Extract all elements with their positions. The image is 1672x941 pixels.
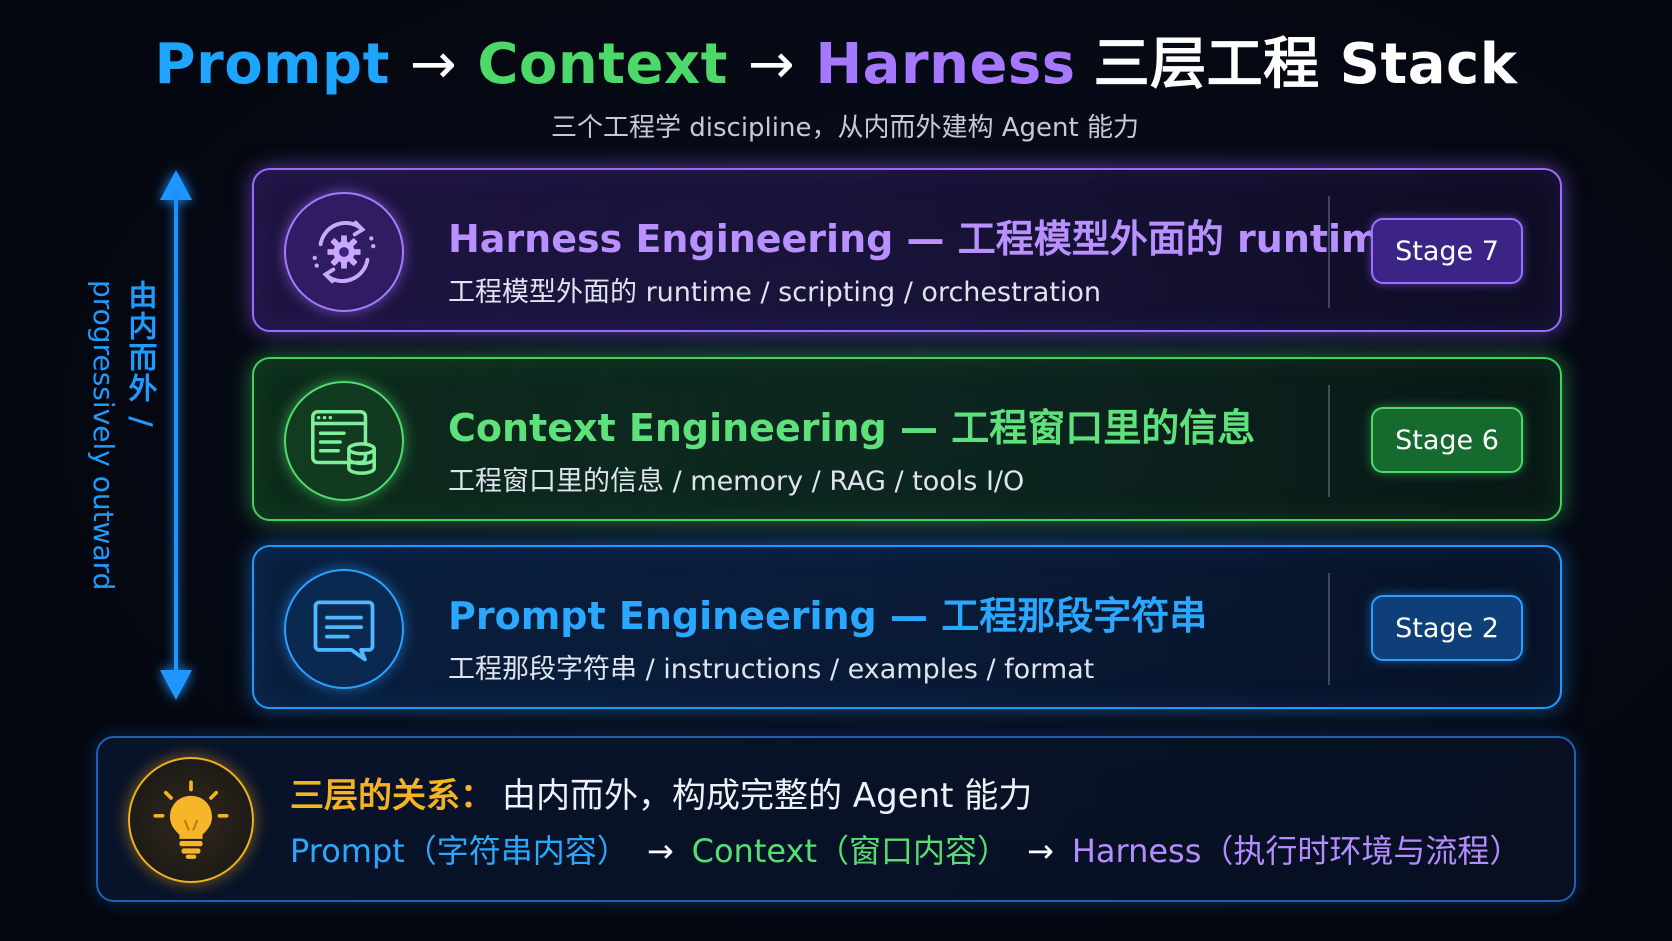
axis-line: [174, 190, 178, 670]
layer-harness-subtitle: 工程模型外面的 runtime / scripting / orchestrat…: [448, 277, 1102, 308]
title-arrow-1: →: [409, 32, 458, 97]
title-context: Context: [477, 32, 728, 97]
layer-context-subtitle: 工程窗口里的信息 / memory / RAG / tools I/O: [448, 466, 1025, 497]
summary-line-2: Prompt（字符串内容） → Context（窗口内容） → Harness（执行时环…: [290, 826, 1521, 872]
stage-2-button[interactable]: Stage 2: [1371, 595, 1523, 661]
summary-harness: Harness（执行时环境与流程）: [1071, 832, 1522, 870]
summary-panel: 三层的关系：由内而外，构成完整的 Agent 能力 Prompt（字符串内容） →…: [96, 736, 1576, 902]
axis-label-en: progressively outward: [87, 280, 120, 591]
window-database-icon: [284, 381, 404, 501]
title-harness: Harness: [815, 32, 1076, 97]
divider: [1328, 196, 1330, 308]
layer-prompt: Prompt Engineering — 工程那段字符串 工程那段字符串 / i…: [252, 545, 1562, 709]
layer-prompt-subtitle: 工程那段字符串 / instructions / examples / form…: [448, 654, 1095, 685]
layer-harness: Harness Engineering — 工程模型外面的 runtime 工程…: [252, 168, 1562, 332]
summary-line-1: 三层的关系：由内而外，构成完整的 Agent 能力: [290, 768, 1032, 817]
stage-7-button[interactable]: Stage 7: [1371, 218, 1523, 284]
layer-context-title: Context Engineering — 工程窗口里的信息: [448, 406, 1256, 450]
divider: [1328, 385, 1330, 497]
gear-cycle-icon: [284, 192, 404, 312]
summary-text: 由内而外，构成完整的 Agent 能力: [502, 776, 1033, 816]
arrow-down-icon: [160, 670, 192, 700]
page-title: Prompt → Context → Harness 三层工程 Stack: [0, 28, 1672, 102]
stage-6-button[interactable]: Stage 6: [1371, 407, 1523, 473]
lightbulb-icon: [128, 757, 254, 883]
summary-label: 三层的关系：: [290, 776, 494, 816]
title-rest: 三层工程 Stack: [1093, 32, 1518, 97]
summary-context: Context（窗口内容）: [691, 832, 1009, 870]
summary-prompt: Prompt（字符串内容）: [290, 832, 629, 870]
layer-prompt-title: Prompt Engineering — 工程那段字符串: [448, 594, 1208, 638]
axis-label-cn: 由内而外 /: [124, 280, 158, 429]
chat-bubble-icon: [284, 569, 404, 689]
summary-arrow-2: →: [1027, 832, 1054, 870]
title-arrow-2: →: [747, 32, 796, 97]
title-prompt: Prompt: [154, 32, 390, 97]
page-subtitle: 三个工程学 discipline，从内而外建构 Agent 能力: [551, 113, 1139, 143]
summary-arrow-1: →: [646, 832, 674, 870]
layer-context: Context Engineering — 工程窗口里的信息 工程窗口里的信息 …: [252, 357, 1562, 521]
divider: [1328, 573, 1330, 685]
layer-harness-title: Harness Engineering — 工程模型外面的 runtime: [448, 217, 1407, 261]
